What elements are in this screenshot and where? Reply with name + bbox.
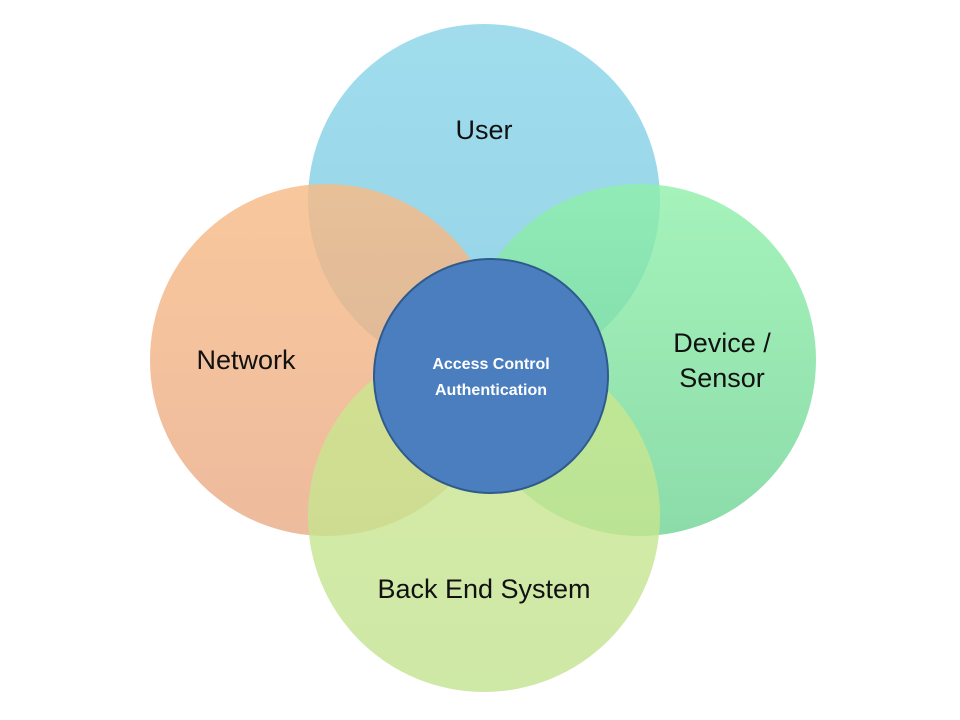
device-sensor-label-line2: Sensor [679,363,765,393]
back-end-system-label: Back End System [377,574,590,604]
access-control-label-line1: Access Control [432,356,549,373]
network-label: Network [196,345,296,375]
access-control-label-line2: Authentication [435,382,547,399]
device-sensor-label-line1: Device / [673,328,771,358]
user-label: User [455,115,512,145]
access-control-circle [373,258,609,494]
